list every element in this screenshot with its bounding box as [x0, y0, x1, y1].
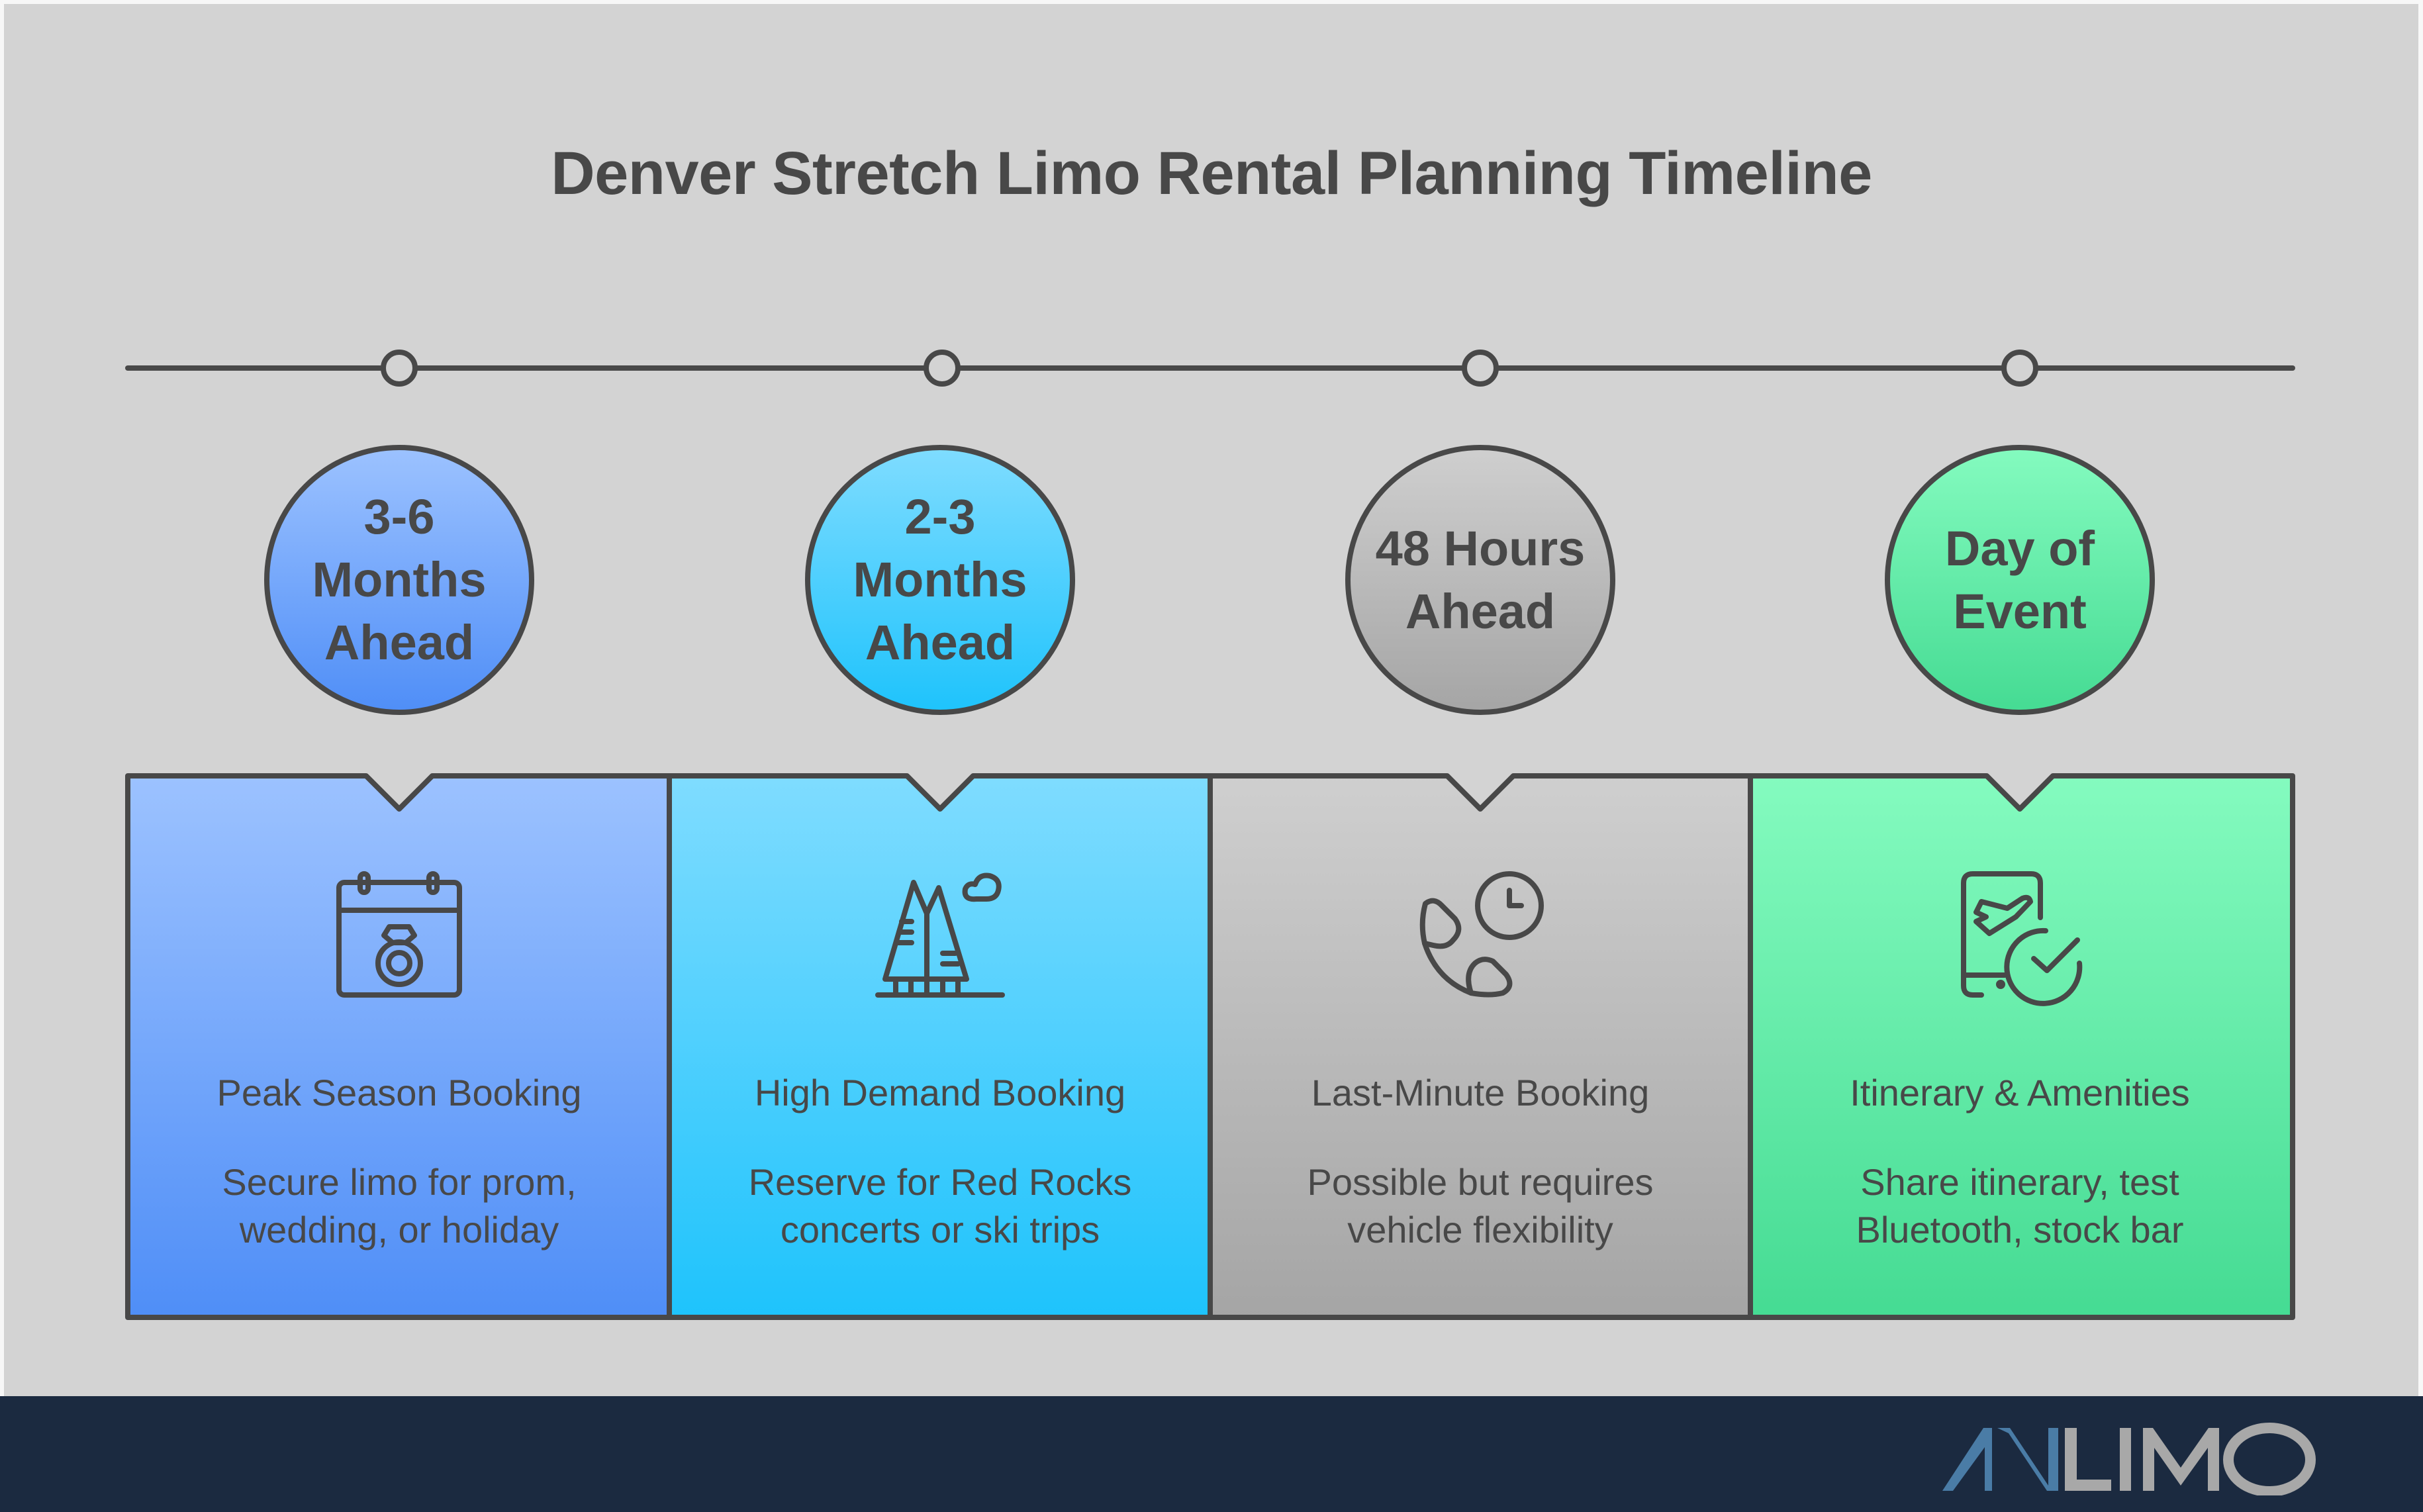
card-desc-2: Reserve for Red Rocks concerts or ski tr… — [748, 1161, 1132, 1251]
phase-label-2: 2-3 Months Ahead — [853, 489, 1027, 670]
timeline-marker — [924, 350, 961, 387]
timeline-axis — [125, 350, 2295, 387]
phase-card-2 — [667, 773, 1213, 1320]
footer-bar — [0, 1396, 2423, 1512]
phase-label-4: Day of Event — [1944, 521, 2095, 639]
card-title-3: Last-Minute Booking — [1311, 1072, 1650, 1113]
timeline-marker — [1462, 350, 1499, 387]
card-desc-3: Possible but requires vehicle flexibilit… — [1307, 1161, 1654, 1251]
mobile-flight-check-icon — [1961, 871, 2083, 1006]
card-title-1: Peak Season Booking — [216, 1072, 582, 1113]
card-desc-1: Secure limo for prom, wedding, or holida… — [222, 1161, 577, 1251]
phase-circle-1 — [264, 445, 534, 715]
anilimo-logo — [1942, 1423, 2316, 1495]
phase-circle-4 — [1885, 445, 2155, 715]
phase-circle-2 — [805, 445, 1075, 715]
phase-label-3: 48 Hours Ahead — [1375, 521, 1586, 639]
trees-cloud-icon — [875, 873, 1005, 998]
card-desc-4: Share itinerary, test Bluetooth, stock b… — [1856, 1161, 2184, 1251]
card-title-2: High Demand Booking — [754, 1072, 1126, 1113]
page-title: Denver Stretch Limo Rental Planning Time… — [551, 140, 1872, 207]
phase-card-4 — [1748, 773, 2295, 1320]
phase-circle-3 — [1345, 445, 1615, 715]
phase-card-3 — [1208, 773, 1753, 1320]
timeline-marker — [381, 350, 418, 387]
phone-clock-icon — [1419, 871, 1544, 998]
phase-label-1: 3-6 Months Ahead — [312, 489, 487, 670]
calendar-ring-icon — [336, 871, 462, 998]
card-title-4: Itinerary & Amenities — [1850, 1072, 2190, 1113]
phase-card-1 — [125, 773, 672, 1320]
timeline-marker — [2001, 350, 2038, 387]
